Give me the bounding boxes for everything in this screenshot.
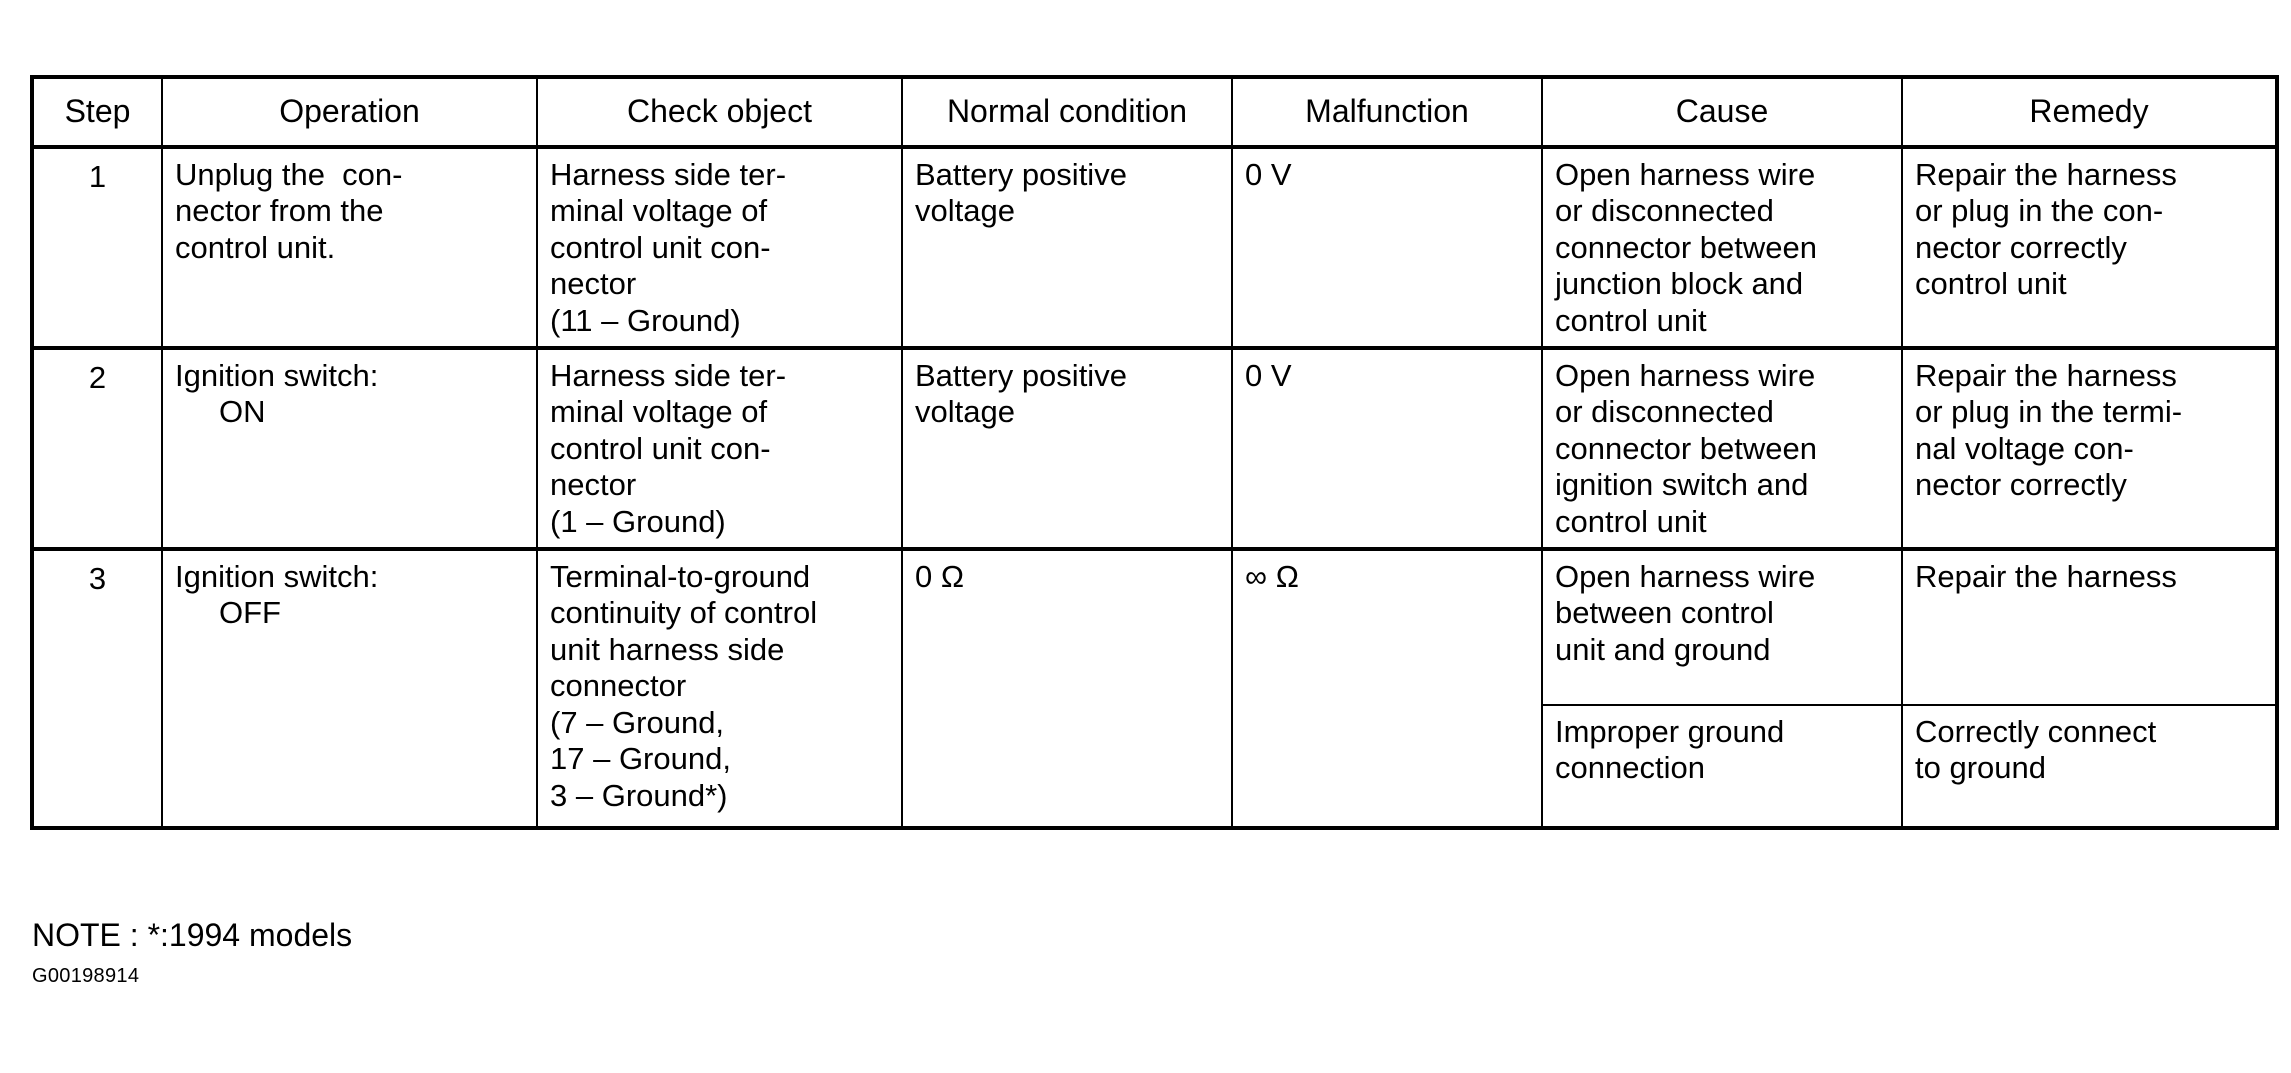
column-header-malfunction: Malfunction (1231, 76, 1543, 149)
table-header-row: Step Operation Check object Normal condi… (31, 76, 2278, 149)
column-header-operation: Operation (161, 76, 538, 149)
check-object-cell: Terminal-to-ground continuity of control… (536, 546, 903, 829)
remedy-cell: Repair the harness or plug in the con- n… (1901, 146, 2278, 349)
table-row: 3 Ignition switch: OFF Terminal-to-groun… (31, 546, 2278, 829)
table-row: 2 Ignition switch: ON Harness side ter- … (31, 345, 2278, 550)
cause-cell-secondary: Improper ground connection (1555, 713, 1785, 786)
operation-text-line1: Ignition switch: (175, 357, 379, 393)
operation-cell: Unplug the con- nector from the control … (161, 146, 538, 349)
operation-text-line2: nector from the (175, 193, 384, 229)
check-object-cell: Harness side ter- minal voltage of contr… (536, 345, 903, 550)
footnote-note: NOTE : *:1994 models (32, 917, 353, 953)
malfunction-cell: 0 V (1231, 146, 1543, 349)
operation-text-line1: Ignition switch: (175, 558, 379, 594)
operation-text-line3: control unit. (175, 229, 336, 265)
remedy-cell-primary: Repair the harness (1903, 551, 2275, 706)
troubleshooting-table: Step Operation Check object Normal condi… (30, 75, 2279, 830)
cause-cell-primary: Open harness wire between control unit a… (1543, 551, 1901, 706)
normal-condition-cell: 0 Ω (901, 546, 1233, 829)
check-object-cell: Harness side ter- minal voltage of contr… (536, 146, 903, 349)
figure-reference-code: G00198914 (32, 965, 140, 987)
column-header-step: Step (31, 76, 163, 149)
operation-text-state: OFF (219, 595, 281, 631)
column-header-check-object: Check object (536, 76, 903, 149)
normal-condition-cell: Battery positive voltage (901, 345, 1233, 550)
step-number: 2 (31, 345, 163, 550)
remedy-cell-group: Repair the harness Correctly connect to … (1901, 546, 2278, 829)
remedy-cell: Repair the harness or plug in the termi-… (1901, 345, 2278, 550)
remedy-cell-secondary: Correctly connect to ground (1915, 713, 2157, 786)
operation-cell: Ignition switch: ON (161, 345, 538, 550)
column-header-cause: Cause (1541, 76, 1903, 149)
column-header-remedy: Remedy (1901, 76, 2278, 149)
operation-text-line1: Unplug the con- (175, 156, 403, 192)
cause-cell: Open harness wire or disconnected connec… (1541, 345, 1903, 550)
normal-condition-cell: Battery positive voltage (901, 146, 1233, 349)
step-number: 3 (31, 546, 163, 829)
operation-text-state: ON (219, 394, 266, 430)
cause-cell: Open harness wire or disconnected connec… (1541, 146, 1903, 349)
step-number: 1 (31, 146, 163, 349)
malfunction-cell: ∞ Ω (1231, 546, 1543, 829)
malfunction-cell: 0 V (1231, 345, 1543, 550)
column-header-normal-condition: Normal condition (901, 76, 1233, 149)
cause-cell-group: Open harness wire between control unit a… (1541, 546, 1903, 829)
operation-cell: Ignition switch: OFF (161, 546, 538, 829)
table-row: 1 Unplug the con- nector from the contro… (31, 146, 2278, 349)
